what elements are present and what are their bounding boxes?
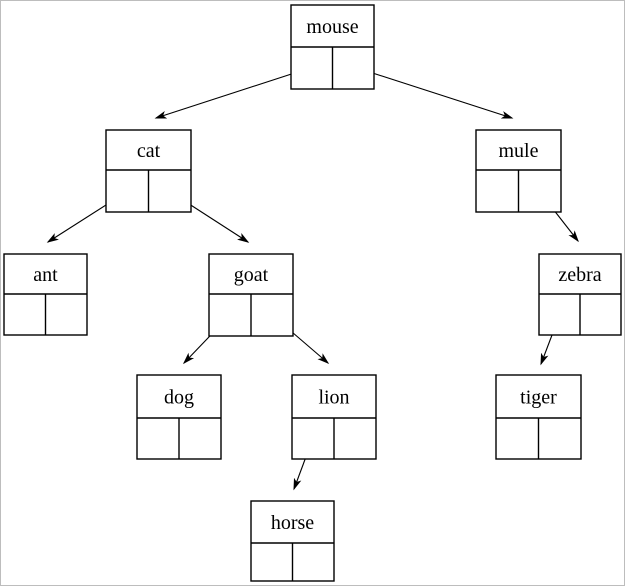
tree-node-mouse: mouse xyxy=(290,4,375,90)
node-label: mule xyxy=(499,140,539,162)
node-label: dog xyxy=(164,387,194,409)
tree-node-mule: mule xyxy=(475,129,562,213)
node-box xyxy=(136,374,222,460)
nodes-layer: mouse cat mule ant goat zebra dog lion tiger hors… xyxy=(3,4,622,582)
node-label: lion xyxy=(318,387,349,409)
tree-node-zebra: zebra xyxy=(538,253,622,336)
tree-node-dog: dog xyxy=(136,374,222,460)
tree-node-lion: lion xyxy=(291,374,377,460)
tree-node-horse: horse xyxy=(250,500,335,582)
tree-node-tiger: tiger xyxy=(495,374,582,460)
tree-node-cat: cat xyxy=(105,129,192,213)
node-label: zebra xyxy=(558,264,601,286)
tree-node-ant: ant xyxy=(3,253,88,336)
node-label: cat xyxy=(137,140,161,162)
edge-mouse-mule xyxy=(353,66,514,119)
node-label: horse xyxy=(271,512,314,534)
tree-node-goat: goat xyxy=(208,253,294,337)
node-label: ant xyxy=(33,264,58,286)
node-label: tiger xyxy=(520,387,557,409)
node-label: mouse xyxy=(306,16,358,38)
edge-mouse-cat xyxy=(154,66,314,119)
node-label: goat xyxy=(234,264,269,286)
